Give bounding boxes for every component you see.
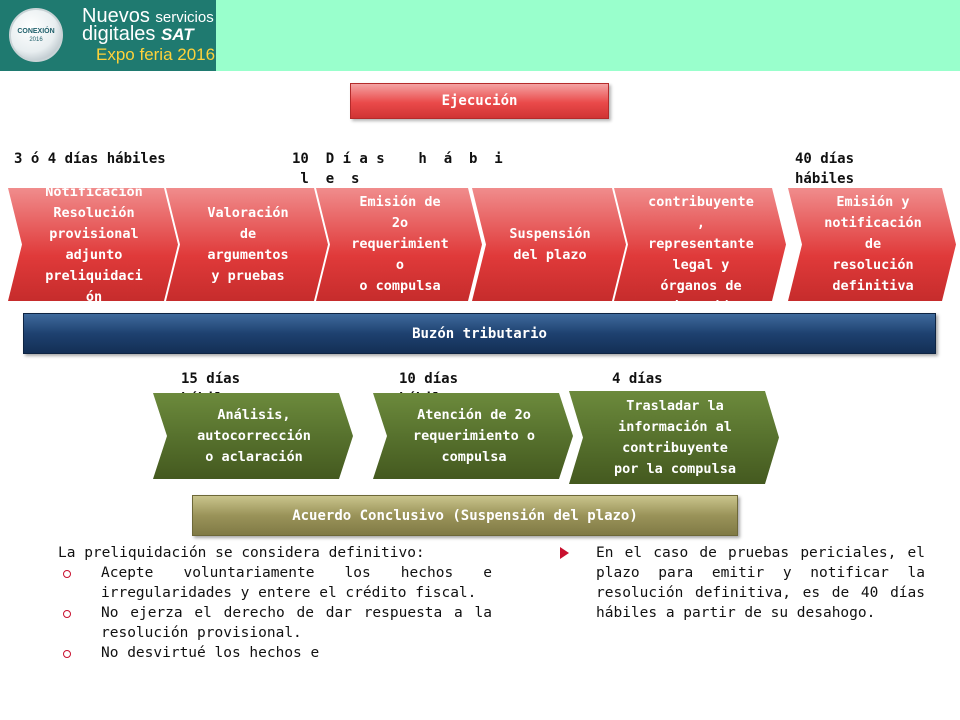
substep-label: Trasladar la información al contribuyent… xyxy=(614,397,736,477)
conexion-logo-icon: CONEXIÓN 2016 xyxy=(9,8,63,62)
list-item: No ejerza el derecho de dar respuesta a … xyxy=(63,603,492,643)
bullet-circle-icon xyxy=(63,610,71,618)
list-item: Acepte voluntariamente los hechos e irre… xyxy=(63,563,492,603)
step-valoracion: Valoración de argumentos y pruebas xyxy=(166,188,328,301)
substep-trasladar: Trasladar la información al contribuyent… xyxy=(569,391,779,484)
sat-wordmark: SAT xyxy=(160,25,194,44)
duration-label: 3 ó 4 días hábiles xyxy=(14,151,166,167)
step-label: Suspensión del plazo xyxy=(509,225,591,263)
step-suspension: Suspensión del plazo xyxy=(472,188,626,301)
step-label: Valoración de argumentos y pruebas xyxy=(207,204,289,284)
step-label: Emisión de 2o requerimient o o compulsa xyxy=(351,194,449,294)
step-informar: Informar al contribuyente , representant… xyxy=(614,188,786,301)
list-item-text: Acepte voluntariamente los hechos e irre… xyxy=(101,565,492,601)
step-notificacion: Notificación Resolución provisional adju… xyxy=(8,188,178,301)
acuerdo-conclusivo-bar: Acuerdo Conclusivo (Suspensión del plazo… xyxy=(192,495,738,536)
banner-subtitle: Expo feria 2016 xyxy=(96,45,216,64)
right-text: En el caso de pruebas periciales, el pla… xyxy=(596,545,925,621)
bullet-circle-icon xyxy=(63,570,71,578)
step-label: Informar al contribuyente , representant… xyxy=(648,194,754,294)
substep-analisis: Análisis, autocorrección o aclaración xyxy=(153,393,353,479)
banner-title-line1: Nuevos servicios xyxy=(82,6,214,26)
right-text-block: En el caso de pruebas periciales, el pla… xyxy=(560,543,925,623)
substep-atencion: Atención de 2o requerimiento o compulsa xyxy=(373,393,573,479)
ejecucion-bar: Ejecución xyxy=(350,83,609,119)
title-word: Nuevos xyxy=(82,5,150,27)
list-item-text: No ejerza el derecho de dar respuesta a … xyxy=(101,605,492,641)
list-item: No desvirtué los hechos e xyxy=(63,643,492,663)
logo-year: 2016 xyxy=(29,36,43,43)
duration-label: 10 D í a s h á b i l e s xyxy=(292,151,503,187)
substep-label: Atención de 2o requerimiento o compulsa xyxy=(413,406,535,465)
title-word: servicios xyxy=(155,9,214,26)
logo-text: CONEXIÓN xyxy=(17,27,55,35)
step-label: Emisión y notificación de resolución def… xyxy=(824,194,922,294)
substep-label: Análisis, autocorrección o aclaración xyxy=(197,406,311,465)
banner-title-line2: digitales SAT xyxy=(82,24,194,44)
step-emision-resolucion: Emisión y notificación de resolución def… xyxy=(788,188,956,301)
duration-label: 40 días hábiles xyxy=(795,151,855,187)
bullet-circle-icon xyxy=(63,650,71,658)
left-text-block: La preliquidación se considera definitiv… xyxy=(58,543,492,720)
list-item-text: No desvirtué los hechos e xyxy=(101,645,320,661)
left-intro: La preliquidación se considera definitiv… xyxy=(58,545,425,561)
left-list: Acepte voluntariamente los hechos e irre… xyxy=(63,563,492,663)
step-emision-requerimiento: Emisión de 2o requerimient o o compulsa xyxy=(316,188,482,301)
bullet-arrow-icon xyxy=(560,547,569,559)
step-label: Notificación Resolución provisional adju… xyxy=(45,188,143,301)
buzon-tributario-bar: Buzón tributario xyxy=(23,313,936,354)
title-word: digitales xyxy=(82,23,156,45)
